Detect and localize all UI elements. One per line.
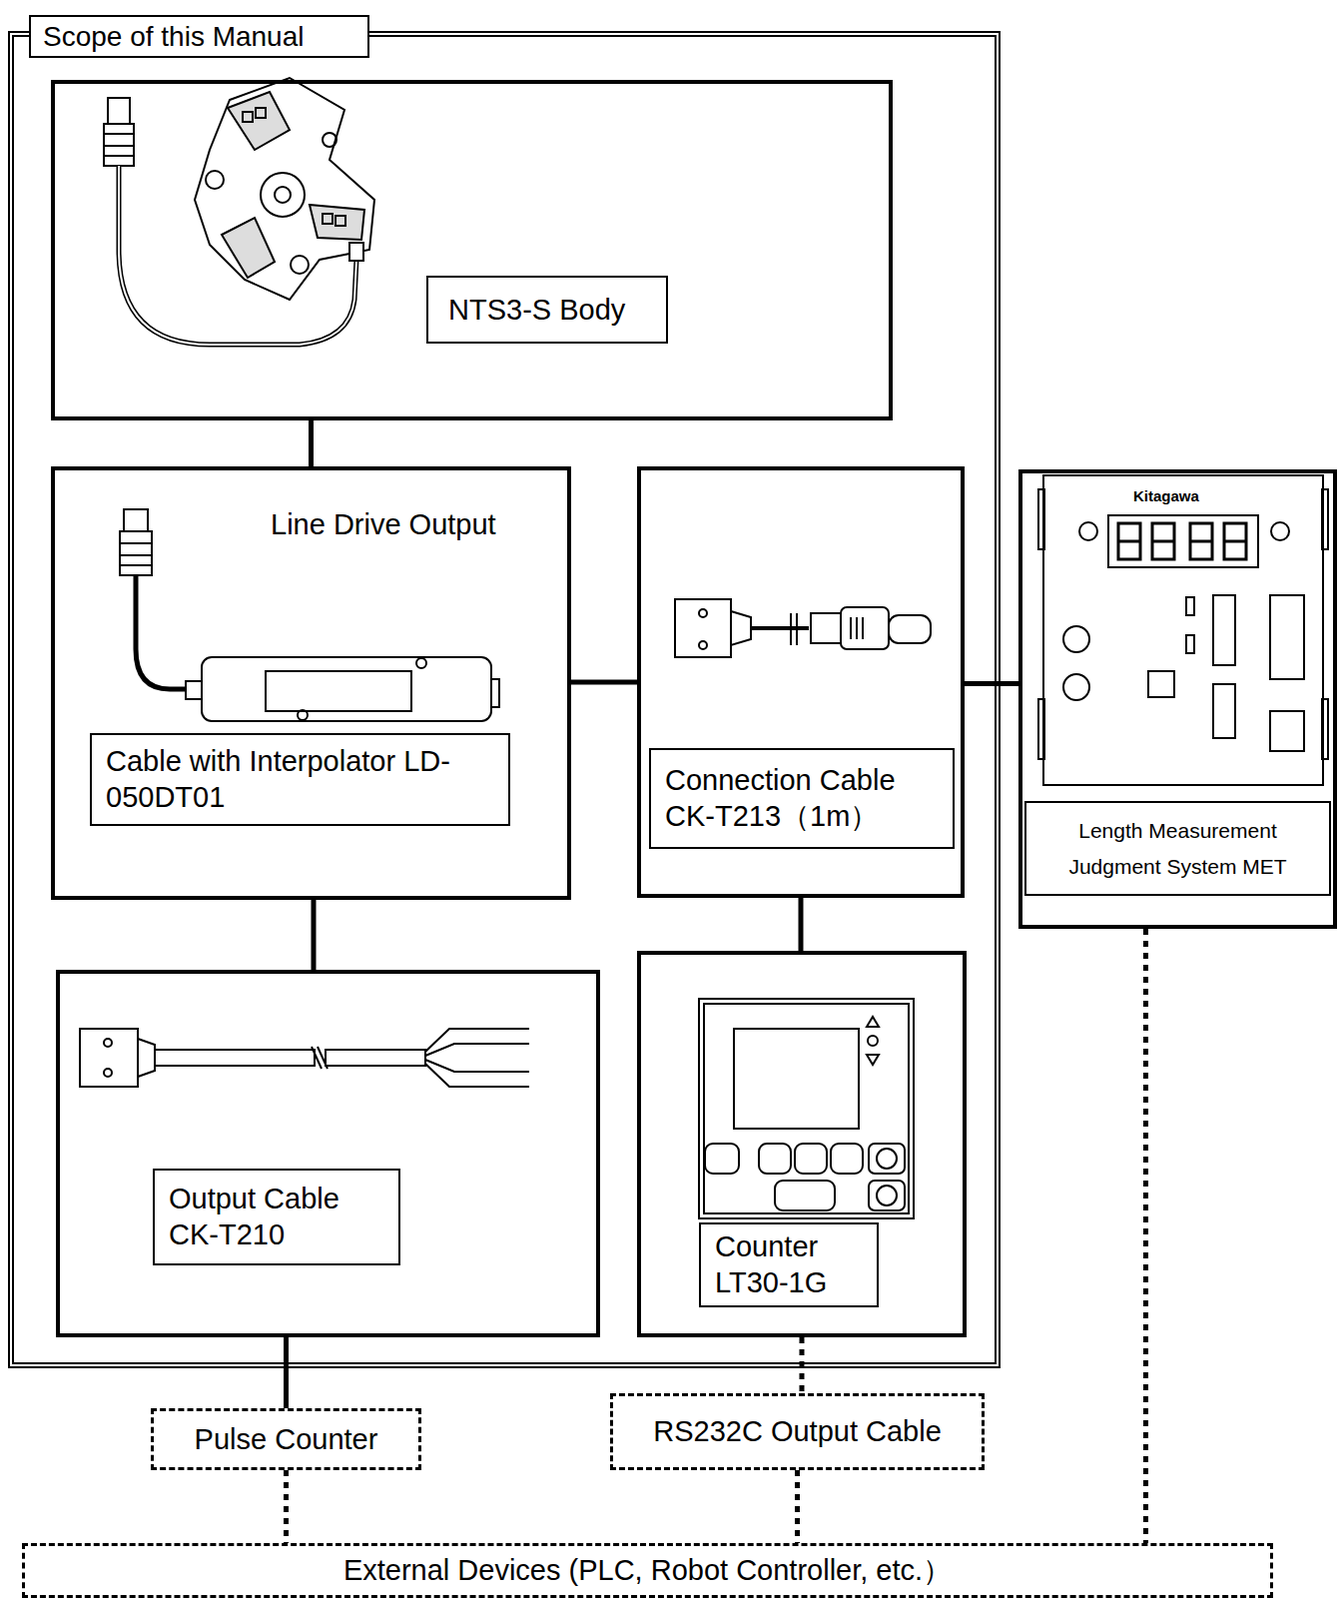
cable-connector [571, 679, 638, 685]
component-label: Counter LT30-1G [698, 1222, 879, 1308]
panel-heading: External Devices (PLC, Robot Controller,… [28, 1551, 1267, 1588]
external-box: Pulse Counter [150, 1407, 422, 1470]
component-label: NTS3-S Body [426, 275, 669, 344]
cable-connector [964, 680, 1019, 686]
dotted-connector [283, 1469, 289, 1543]
panel-heading: Pulse Counter [157, 1420, 415, 1457]
sensor-body-drawing [103, 77, 375, 345]
counter-drawing [698, 998, 914, 1219]
cable-connector [311, 899, 317, 970]
dotted-connector [794, 1469, 800, 1543]
component-panel: NTS3-S Body [50, 79, 893, 421]
component-label: Scope of this Manual [28, 14, 370, 58]
component-label: Output Cable CK-T210 [152, 1168, 401, 1266]
cable-connector [308, 420, 314, 467]
external-box: External Devices (PLC, Robot Controller,… [21, 1542, 1274, 1598]
panel-heading: Line Drive Output [270, 506, 561, 543]
cable-connector [283, 1337, 289, 1408]
component-panel: Line Drive OutputCable with Interpolator… [50, 466, 572, 900]
component-panel: Output Cable CK-T210 [55, 969, 601, 1338]
output-cable-drawing [79, 1028, 530, 1087]
brand-label: Kitagawa [1133, 487, 1200, 505]
component-label: Cable with Interpolator LD-050DT01 [89, 732, 511, 826]
cable-connector [798, 897, 804, 951]
dotted-connector [1143, 928, 1149, 1543]
panel-heading: RS232C Output Cable [617, 1412, 978, 1449]
component-panel: Length Measurement Judgment System MET [1018, 469, 1338, 929]
connection-cable-drawing [674, 599, 931, 658]
scope-frame: NTS3-S BodyLine Drive OutputCable with I… [7, 30, 1001, 1368]
met-drawing [1038, 475, 1329, 785]
external-box: RS232C Output Cable [610, 1392, 985, 1470]
component-panel: Connection Cable CK-T213（1m） [637, 466, 965, 898]
component-label: Length Measurement Judgment System MET [1024, 800, 1332, 896]
interpolator-drawing [119, 509, 500, 721]
component-label: Connection Cable CK-T213（1m） [649, 747, 955, 849]
component-panel: Counter LT30-1G [637, 950, 967, 1338]
